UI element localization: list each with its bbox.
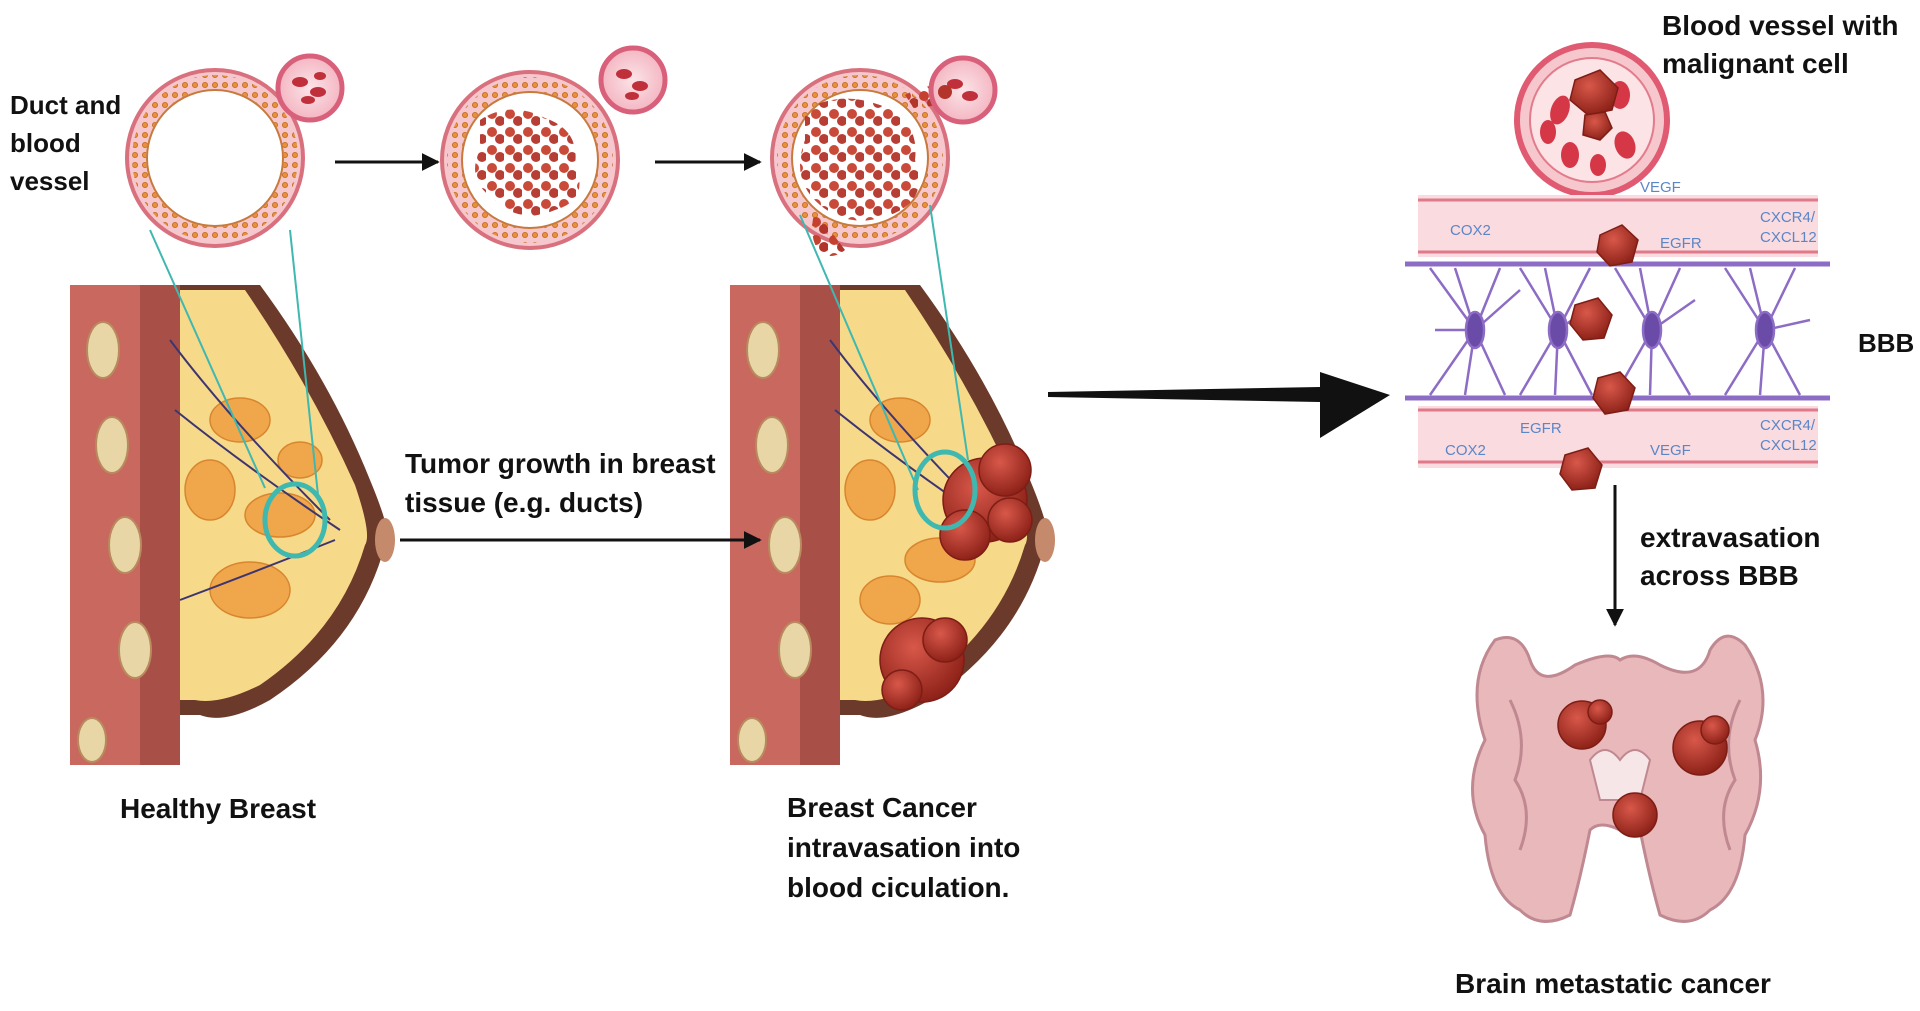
highlight-ring-healthy (262, 481, 328, 559)
label-duct-line1: Duct and (10, 90, 121, 120)
label-breast-cancer: Breast Cancer intravasation into blood c… (787, 792, 1020, 903)
label-healthy-breast: Healthy Breast (120, 793, 316, 824)
label-extrav-line2: across BBB (1640, 560, 1799, 591)
label-duct-blood-vessel: Duct and blood vessel (10, 90, 121, 196)
label-tumor-growth: Tumor growth in breast tissue (e.g. duct… (405, 448, 716, 518)
molecule-egfr-top: EGFR (1660, 235, 1702, 252)
molecule-cox2-bottom: COX2 (1445, 442, 1486, 459)
duct-cross-section-healthy (125, 68, 305, 248)
label-extrav-line1: extravasation (1640, 522, 1821, 553)
molecule-vegf-top: VEGF (1640, 179, 1681, 196)
tumor-mass-secondary (879, 617, 968, 711)
blood-vessel-small-2 (598, 45, 668, 115)
astrocyte-3 (1613, 267, 1696, 396)
molecule-cxcl12-top: CXCL12 (1760, 229, 1817, 246)
blood-vessel-malignant (1514, 42, 1670, 198)
label-bbb: BBB (1858, 328, 1914, 358)
duct-cross-section-tumor (440, 70, 620, 250)
label-cancer-line3: blood ciculation. (787, 872, 1009, 903)
blood-vessel-small-1 (275, 53, 345, 123)
duct-cross-section-intravasation (770, 68, 955, 256)
molecule-egfr-bottom: EGFR (1520, 420, 1562, 437)
malignant-cell (1569, 69, 1619, 141)
label-extravasation: extravasation across BBB (1640, 522, 1821, 591)
astrocyte-4 (1723, 267, 1811, 396)
molecule-cox2-top: COX2 (1450, 222, 1491, 239)
molecule-vegf-bottom: VEGF (1650, 442, 1691, 459)
label-vessel-line1: Blood vessel with (1662, 10, 1899, 41)
label-cancer-line2: intravasation into (787, 832, 1020, 863)
arrow-to-bbb (1048, 372, 1390, 438)
label-cancer-line1: Breast Cancer (787, 792, 977, 823)
label-vessel-line2: malignant cell (1662, 48, 1849, 79)
highlight-ring-cancer (912, 449, 978, 531)
molecule-cxcl12-bottom: CXCL12 (1760, 437, 1817, 454)
brain-illustration (1471, 634, 1765, 923)
label-duct-line3: vessel (10, 166, 90, 196)
breast-cancer-illustration (730, 204, 1055, 765)
label-brain-metastatic: Brain metastatic cancer (1455, 968, 1771, 999)
label-tumor-line1: Tumor growth in breast (405, 448, 716, 479)
molecule-cxcr4-top: CXCR4/ (1760, 209, 1816, 226)
healthy-breast-illustration (70, 229, 395, 765)
label-blood-vessel-malignant: Blood vessel with malignant cell (1662, 10, 1899, 79)
label-tumor-line2: tissue (e.g. ducts) (405, 487, 643, 518)
label-duct-line2: blood (10, 128, 81, 158)
astrocyte-1 (1428, 267, 1521, 396)
brain-tumors (1557, 699, 1730, 838)
blood-brain-barrier: VEGF COX2 EGFR CXCR4/ CXCL12 EGFR COX2 V… (1405, 179, 1830, 491)
molecule-cxcr4-bottom: CXCR4/ (1760, 417, 1816, 434)
blood-vessel-small-3 (928, 55, 998, 125)
migrating-cancer-cells (1559, 224, 1639, 491)
